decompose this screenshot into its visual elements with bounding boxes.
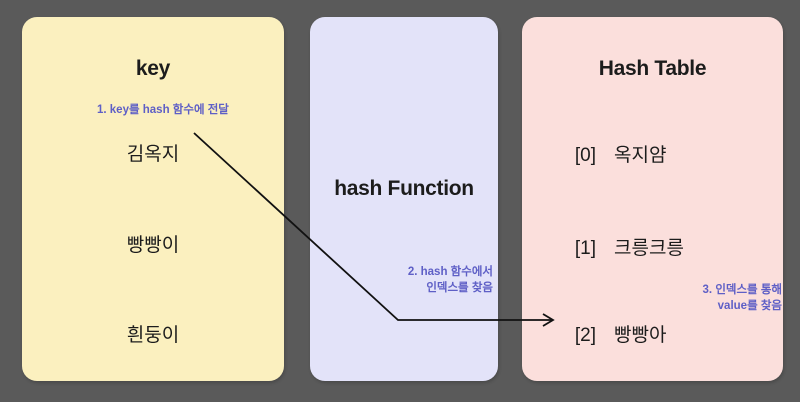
key-panel: key 김옥지 빵빵이 흰둥이	[22, 17, 284, 381]
key-list-item: 빵빵이	[126, 235, 180, 256]
key-panel-title: key	[135, 57, 171, 80]
hash-table-panel-title: Hash Table	[598, 57, 707, 80]
hash-function-panel: hash Function	[310, 17, 498, 381]
annotation-step-2: 2. hash 함수에서 인덱스를 찾음	[407, 266, 493, 294]
table-row: [0] 옥지얌	[522, 140, 783, 167]
hash-function-panel-title: hash Function	[334, 177, 474, 200]
table-row-value: 옥지얌	[614, 145, 667, 166]
table-row-index: [2]	[574, 325, 596, 346]
hash-table-panel: Hash Table [0] 옥지얌 [1] 크릉크릉 [2] 빵빵아	[522, 17, 783, 381]
annotation-step-1: 1. key를 hash 함수에 전달	[97, 104, 229, 116]
table-row-index: [0]	[574, 145, 596, 166]
table-row: [1] 크릉크릉	[522, 233, 783, 260]
table-row: [2] 빵빵아	[522, 320, 783, 347]
key-list-item: 흰둥이	[126, 325, 180, 346]
table-row-value: 빵빵아	[614, 325, 667, 346]
annotation-step-3: 3. 인덱스를 통해 value를 찾음	[702, 284, 782, 312]
table-row-index: [1]	[574, 238, 596, 259]
table-row-value: 크릉크릉	[614, 238, 684, 259]
key-list-item: 김옥지	[126, 144, 180, 165]
